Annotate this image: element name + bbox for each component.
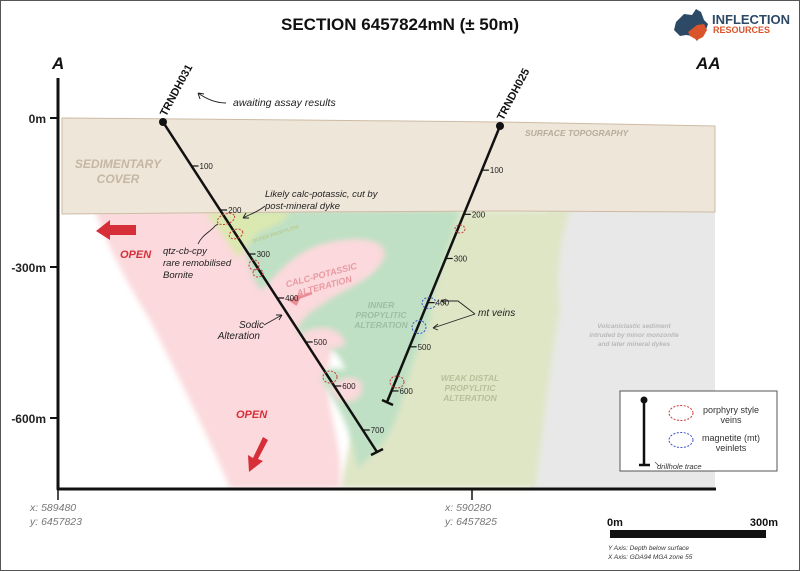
coord-left-x: x: 589480	[29, 502, 76, 514]
legend-porphyry-label-1: porphyry style	[703, 405, 759, 415]
calc-potassic-note-1: Likely calc-potassic, cut by	[265, 189, 379, 200]
depth-tick-label: 500	[418, 343, 432, 352]
weak-distal-label-3: ALTERATION	[442, 393, 497, 403]
open-label-left: OPEN	[120, 249, 152, 261]
drillhole-name-trndh025: TRNDH025	[495, 67, 532, 123]
sedimentary-cover-region	[61, 117, 716, 215]
inner-propylitic-label-2: PROPYLITIC	[355, 310, 407, 320]
legend-magnetite-label-1: magnetite (mt)	[702, 433, 760, 443]
mt-veins-note: mt veins	[478, 308, 515, 319]
scale-bar-end: 300m	[750, 517, 778, 529]
magnetite-veins	[411, 297, 437, 334]
depth-tick-label: 700	[371, 426, 385, 435]
porphyry-vein	[322, 370, 338, 384]
axis-note-y: Y Axis: Depth below surface	[608, 545, 689, 552]
coord-right-y: y: 6457825	[444, 516, 497, 528]
surface-topography-label: SURFACE TOPOGRAPHY	[525, 128, 630, 138]
page-title: SECTION 6457824mN (± 50m)	[281, 15, 519, 34]
legend-drillhole-label: drillhole trace	[657, 462, 702, 471]
open-arrow-down-icon	[248, 437, 268, 472]
australia-map-icon-orange	[688, 24, 707, 40]
sedimentary-cover-label-1: SEDIMENTARY	[75, 157, 162, 171]
legend-magnetite-label-2: veinlets	[716, 443, 747, 453]
legend-porphyry-icon	[668, 405, 694, 421]
magnetite-vein	[421, 297, 437, 309]
weak-distal-label-2: PROPYLITIC	[444, 383, 496, 393]
sodic-note-arrow-icon	[263, 314, 283, 326]
volcaniclastic-label-3: and later mineral dykes	[598, 341, 671, 348]
collar-icon	[159, 118, 167, 126]
porphyry-vein	[389, 375, 405, 389]
coord-right-x: x: 590280	[444, 502, 491, 514]
depth-tick-label: 200	[228, 206, 242, 215]
section-end-right: AA	[695, 54, 721, 73]
volcaniclastic-label-1: Volcaniclastic sediment	[597, 323, 671, 330]
logo-text-inflection: INFLECTION	[712, 12, 790, 27]
end-of-hole-icon	[381, 398, 394, 407]
depth-tick-label: 400	[285, 294, 299, 303]
qtz-note-2: rare remobilised	[163, 258, 232, 269]
weak-distal-label-1: WEAK DISTAL	[441, 373, 499, 383]
depth-label-600: -600m	[11, 412, 46, 426]
porphyry-vein	[228, 228, 244, 240]
collar-icon	[496, 122, 504, 130]
inner-propylitic-label-3: ALTERATION	[353, 320, 408, 330]
porphyry-vein	[248, 259, 260, 271]
qtz-note-1: qtz-cb-cpy	[163, 246, 208, 257]
logo-text-resources: RESOURCES	[713, 25, 770, 35]
axis-note-x: X Axis: GDA94 MGA zone 55	[607, 554, 693, 561]
depth-tick-label: 500	[314, 338, 328, 347]
sodic-lobe	[300, 327, 345, 349]
depth-tick-label: 100	[490, 166, 504, 175]
calc-potassic-note-2: post-mineral dyke	[264, 201, 340, 212]
qtz-note-arrow-icon	[197, 223, 219, 245]
depth-tick-label: 300	[257, 250, 271, 259]
open-label-bottom: OPEN	[236, 409, 268, 421]
depth-ticks-trndh031: 100 200 300 400 500 600 700	[191, 162, 385, 435]
depth-tick-label: 600	[342, 382, 356, 391]
sodic-note-1: Sodic	[239, 320, 264, 331]
outer-propylitic-region	[205, 212, 290, 258]
scale-bar: 0m 300m	[607, 517, 778, 538]
sodic-note-2: Alteration	[217, 331, 261, 342]
depth-ticks-trndh025: 100 200 300 400 500 600	[391, 166, 504, 396]
depth-tick-label: 200	[472, 210, 486, 219]
open-arrow-left-icon	[96, 220, 136, 240]
calc-potassic-lobe	[267, 239, 385, 301]
depth-label-0: 0m	[29, 112, 46, 126]
coord-left-y: y: 6457823	[29, 516, 82, 528]
legend-magnetite-icon	[668, 432, 694, 448]
company-logo: INFLECTION RESOURCES	[674, 9, 790, 41]
legend-porphyry-label-2: veins	[720, 415, 742, 425]
depth-tick-label: 100	[200, 162, 214, 171]
depth-tick-label: 300	[454, 254, 468, 263]
sedimentary-cover-label-2: COVER	[97, 172, 140, 186]
sodic-lobe-lower	[330, 377, 363, 403]
magnetite-vein	[411, 320, 427, 334]
calc-potassic-arrow-icon	[287, 291, 313, 306]
awaiting-assay-note: awaiting assay results	[233, 97, 336, 109]
porphyry-vein	[216, 212, 236, 226]
scale-bar-start: 0m	[607, 517, 623, 529]
end-of-hole-icon	[370, 447, 384, 457]
calc-potassic-note-arrow-icon	[242, 205, 266, 219]
depth-tick-label: 600	[400, 387, 414, 396]
porphyry-vein	[252, 268, 264, 278]
inner-propylitic-region	[240, 210, 460, 470]
qtz-note-3: Bornite	[163, 270, 193, 281]
porphyry-veins	[216, 212, 466, 389]
awaiting-arrow-icon	[197, 92, 227, 104]
mt-veins-arrow-icon	[432, 298, 476, 331]
legend: drillhole trace porphyry style veins mag…	[619, 390, 778, 472]
volcaniclastic-label-2: intruded by minor monzonite	[589, 332, 679, 339]
drillhole-name-trndh031: TRNDH031	[158, 63, 195, 119]
section-end-left: A	[51, 54, 64, 73]
depth-tick-label: 400	[436, 299, 450, 308]
porphyry-vein	[454, 224, 466, 234]
depth-label-300: -300m	[11, 261, 46, 275]
inner-propylitic-label-1: INNER	[368, 300, 395, 310]
